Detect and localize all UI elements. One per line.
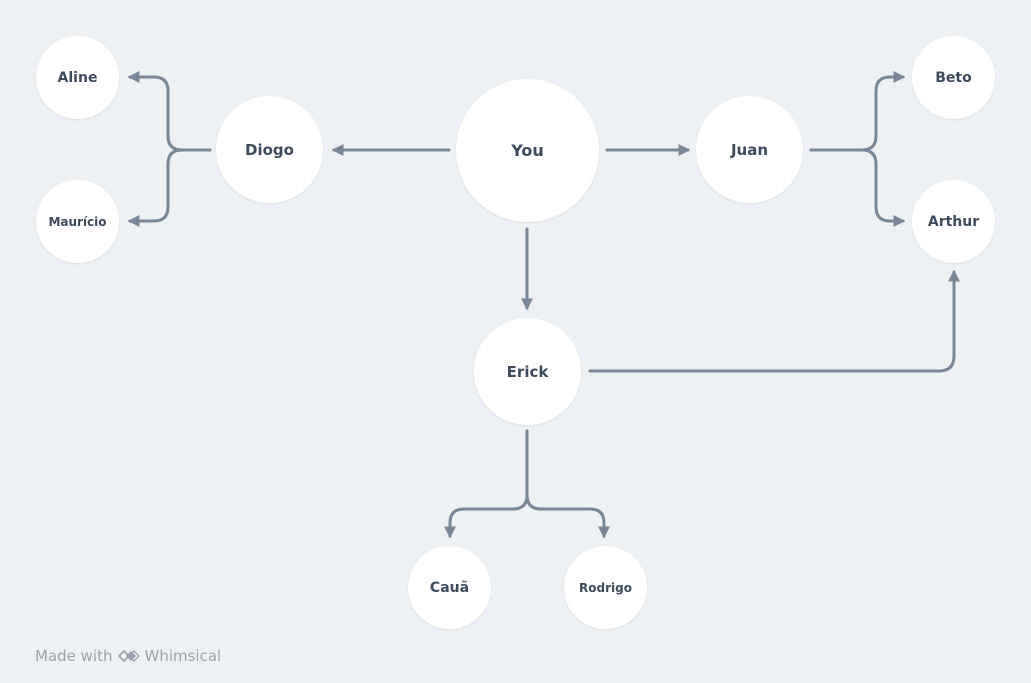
edge-erick-caua (444, 429, 529, 539)
watermark-brand: Whimsical (144, 647, 222, 665)
node-label: Erick (506, 362, 549, 381)
node-label: Beto (935, 69, 972, 86)
edge-erick-rodrigo (525, 429, 610, 539)
node-diogo[interactable]: Diogo (216, 96, 323, 203)
edge-erick-arthur (588, 269, 960, 373)
node-rodrigo[interactable]: Rodrigo (564, 546, 647, 629)
node-label: Rodrigo (579, 580, 632, 595)
whimsical-logo-icon (118, 650, 141, 662)
node-label: Cauã (429, 579, 470, 596)
edge-juan-beto (809, 71, 906, 152)
node-aline[interactable]: Aline (36, 36, 119, 119)
node-label: Maurício (48, 214, 107, 229)
watermark-prefix: Made with (35, 647, 113, 665)
connectors (127, 71, 960, 539)
edge-juan-arthur (809, 148, 906, 227)
node-mauricio[interactable]: Maurício (36, 180, 119, 263)
node-label: Arthur (927, 213, 980, 230)
node-arthur[interactable]: Arthur (912, 180, 995, 263)
node-juan[interactable]: Juan (696, 96, 803, 203)
node-beto[interactable]: Beto (912, 36, 995, 119)
node-label: Aline (57, 69, 98, 86)
node-caua[interactable]: Cauã (408, 546, 491, 629)
node-label: Juan (730, 140, 769, 159)
node-erick[interactable]: Erick (474, 318, 581, 425)
edge-diogo-mauricio (127, 148, 212, 227)
made-with-whimsical-link[interactable]: Made with Whimsical (35, 645, 221, 667)
node-label: You (511, 141, 544, 160)
node-label: Diogo (245, 140, 294, 159)
edge-diogo-aline (127, 71, 212, 152)
node-you[interactable]: You (456, 79, 599, 222)
